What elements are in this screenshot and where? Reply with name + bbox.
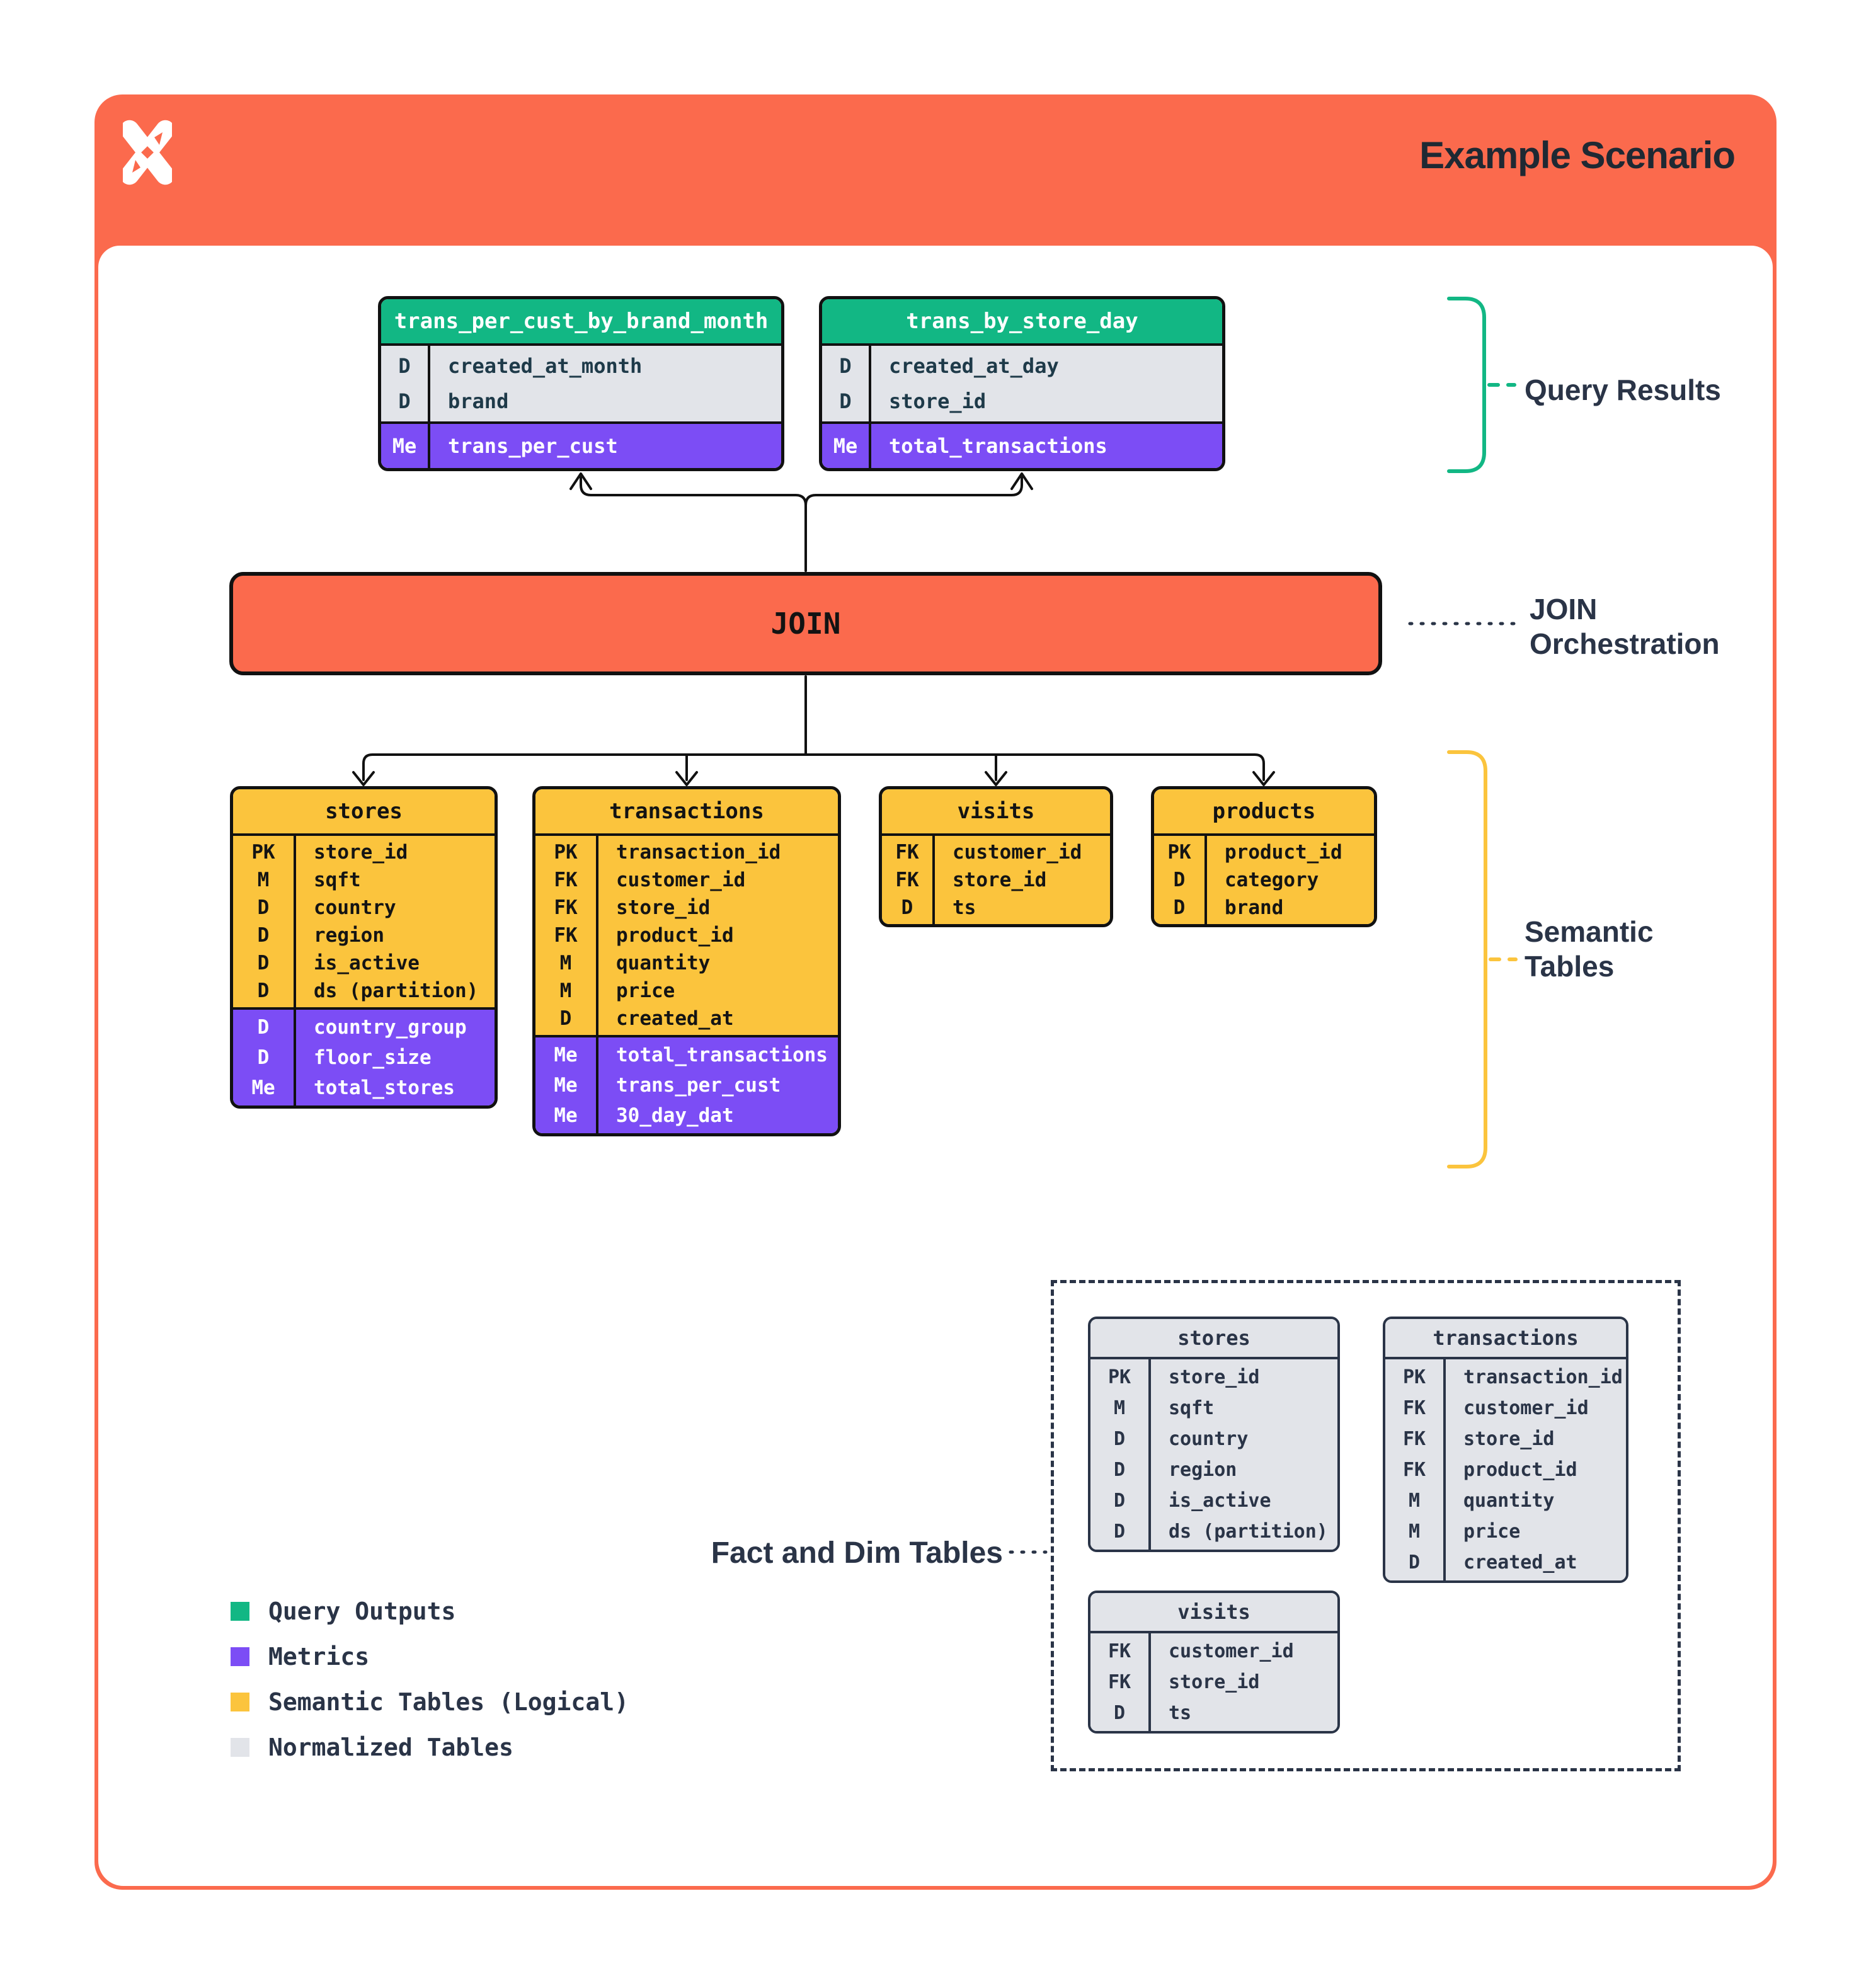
table-title: stores	[1090, 1319, 1337, 1357]
pinwheel-x-logo	[123, 120, 172, 185]
table-title: trans_by_store_day	[822, 299, 1222, 343]
fact-dim-box	[1051, 1280, 1681, 1771]
arrowhead-up-left	[569, 472, 592, 490]
table-title: stores	[233, 789, 495, 833]
legend-swatch-green	[231, 1602, 249, 1621]
table-title: visits	[882, 789, 1110, 833]
legend-swatch-gray	[231, 1738, 249, 1757]
fact-and-dim-label: Fact and Dim Tables	[711, 1536, 1003, 1570]
join-orchestration-label: JOIN Orchestration	[1530, 593, 1720, 661]
page-title: Example Scenario	[1419, 134, 1736, 176]
table-title: trans_per_cust_by_brand_month	[381, 299, 781, 343]
join-up-connector-right	[804, 476, 1023, 572]
legend-item-metrics: Metrics	[231, 1643, 369, 1671]
query-results-bracket	[1447, 297, 1486, 473]
legend-item-normalized-tables: Normalized Tables	[231, 1734, 513, 1761]
arrowhead-down-3	[985, 771, 1007, 786]
semantic-tables-label: Semantic Tables	[1525, 915, 1654, 983]
legend-swatch-yellow	[231, 1693, 249, 1711]
arrowhead-up-right	[1010, 472, 1033, 490]
arrowhead-down-4	[1252, 771, 1275, 786]
join-down-rail	[362, 753, 1265, 781]
query-results-label: Query Results	[1525, 374, 1721, 406]
legend-item-semantic-tables: Semantic Tables (Logical)	[231, 1688, 629, 1716]
legend-item-query-outputs: Query Outputs	[231, 1597, 455, 1625]
join-label: JOIN	[770, 607, 841, 641]
arrowhead-down-2	[675, 771, 698, 786]
join-orchestration-bar: JOIN	[229, 572, 1382, 675]
legend-swatch-purple	[231, 1647, 249, 1666]
semantic-tables-bracket	[1447, 750, 1487, 1168]
table-title: products	[1154, 789, 1374, 833]
table-title: transactions	[1385, 1319, 1626, 1357]
arrowhead-down-1	[352, 771, 375, 786]
table-title: visits	[1090, 1593, 1337, 1631]
table-title: transactions	[535, 789, 838, 833]
join-up-connector-left	[580, 476, 807, 572]
